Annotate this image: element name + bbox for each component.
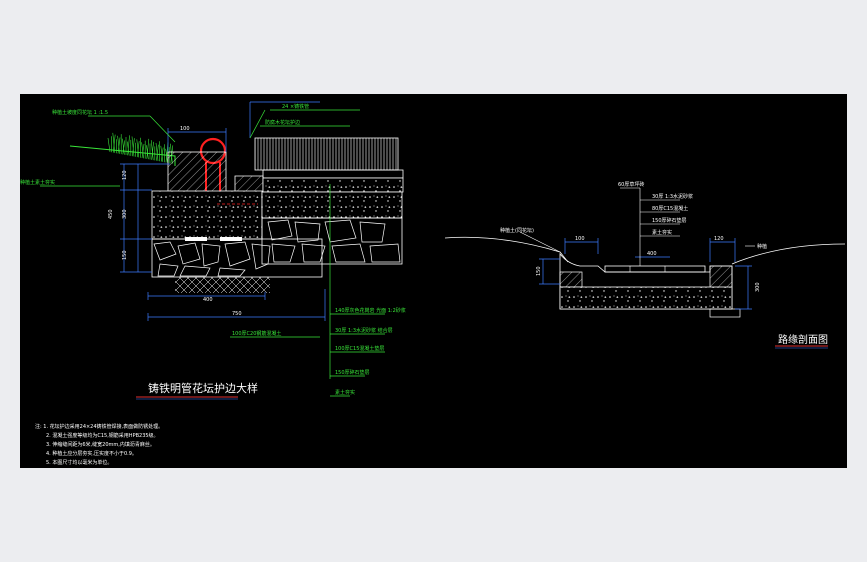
notes-block: 注: 1. 花坛护边采用24×24铸铁管焊接,表面做防锈处理。 2. 混凝土强度… <box>35 423 163 466</box>
right-text: 路缘剖面图 60厚草坪砖 30厚 1:3水泥砂浆 80厚C15混凝土 150厚碎… <box>500 181 828 346</box>
right-right-note: 种植 <box>757 243 767 250</box>
note-line-5: 5. 本图尺寸均以毫米为单位。 <box>46 459 112 466</box>
right-layer-3: 80厚C15混凝土 <box>652 205 688 212</box>
note-line-4: 4. 种植土应分层夯实,压实度不小于0.9。 <box>46 450 137 457</box>
road-concrete-base <box>559 286 733 310</box>
right-leader-lines <box>519 187 755 266</box>
concrete-bed-right <box>261 191 403 219</box>
side-label: 种植土素土夯实 <box>20 179 55 186</box>
right-left-note: 种植土(同花坛) <box>500 227 534 234</box>
dim-150: 150 <box>122 250 128 260</box>
left-detail <box>40 101 404 397</box>
layer-leader-1: 140厚灰色花岗岩 光面 1:2砂浆 <box>335 307 406 314</box>
grass-note: 种植土坡度同花坛 1 :1.5 <box>52 109 108 116</box>
left-text: 铸铁明管花坛护边大样 种植土坡度同花坛 1 :1.5 24 ×铸铁管 防腐木花坛… <box>20 103 406 396</box>
note-line-1: 注: 1. 花坛护边采用24×24铸铁管焊接,表面做防锈处理。 <box>35 423 163 430</box>
right-layer-5: 素土夯实 <box>652 229 672 236</box>
base-label: 100厚C20钢筋混凝土 <box>232 330 281 337</box>
grass-tufts <box>107 132 174 164</box>
timber-fence-band <box>254 137 399 171</box>
layer-leader-3: 100厚C15混凝土垫层 <box>335 345 384 352</box>
cad-viewport[interactable]: 铸铁明管花坛护边大样 种植土坡度同花坛 1 :1.5 24 ×铸铁管 防腐木花坛… <box>20 94 847 468</box>
dim-120: 120 <box>122 170 128 180</box>
pipe-note: 24 ×铸铁管 <box>282 103 309 110</box>
dim-300: 300 <box>122 209 128 219</box>
right-detail <box>444 187 846 349</box>
right-layer-1: 60厚草坪砖 <box>618 181 644 188</box>
curb-stone-left <box>559 271 583 288</box>
note-line-3: 3. 伸缩缝间距为6米,缝宽20mm,内填沥青麻丝。 <box>46 441 155 448</box>
left-bottom-dims <box>147 289 326 321</box>
paving-top-layer <box>262 169 404 179</box>
base-plate-left <box>185 237 207 241</box>
paver-layer <box>604 265 706 273</box>
rubble-stones <box>153 219 401 277</box>
dim-750: 750 <box>232 311 242 317</box>
left-vertical-dims <box>120 163 170 273</box>
curb-stone-right <box>709 265 733 289</box>
compacted-earth <box>175 277 270 293</box>
right-layer-4: 150厚碎石垫层 <box>652 217 687 224</box>
paving-mortar-layer <box>262 177 404 193</box>
dim-450: 450 <box>108 209 114 219</box>
left-leader-lines <box>40 109 385 397</box>
right-layer-2: 30厚 1:3水泥砂浆 <box>652 193 693 200</box>
r-dim-120: 120 <box>714 236 724 242</box>
grass-slope-line <box>69 145 176 166</box>
concrete-bed-left <box>151 190 263 240</box>
r-dim-300: 300 <box>755 282 761 292</box>
right-detail-title: 路缘剖面图 <box>778 333 828 346</box>
ground-curve-left <box>444 236 569 263</box>
note-line-2: 2. 混凝土强度等级均为C15,钢筋采用HPB235级。 <box>46 432 159 439</box>
base-plate-right <box>220 237 242 241</box>
band-note: 防腐木花坛护边 <box>265 119 300 126</box>
curb-footing <box>709 308 741 318</box>
left-detail-title: 铸铁明管花坛护边大样 <box>148 381 258 395</box>
r-dim-400: 400 <box>647 251 657 257</box>
right-dims <box>539 238 752 310</box>
dim-100-top: 100 <box>180 126 190 132</box>
r-dim-150: 150 <box>536 266 542 276</box>
ground-curve-right <box>731 243 846 265</box>
left-top-dims <box>167 101 320 152</box>
layer-leader-5: 素土夯实 <box>335 389 355 396</box>
r-dim-100-a: 100 <box>575 236 585 242</box>
layer-leader-4: 150厚碎石垫层 <box>335 369 370 376</box>
rubble-layer-left <box>151 238 323 278</box>
cad-drawing: 铸铁明管花坛护边大样 种植土坡度同花坛 1 :1.5 24 ×铸铁管 防腐木花坛… <box>20 101 846 466</box>
dim-400: 400 <box>203 297 213 303</box>
layer-leader-2: 30厚 1:3水泥砂浆 结合层 <box>335 327 393 334</box>
rubble-layer-right <box>261 217 403 265</box>
